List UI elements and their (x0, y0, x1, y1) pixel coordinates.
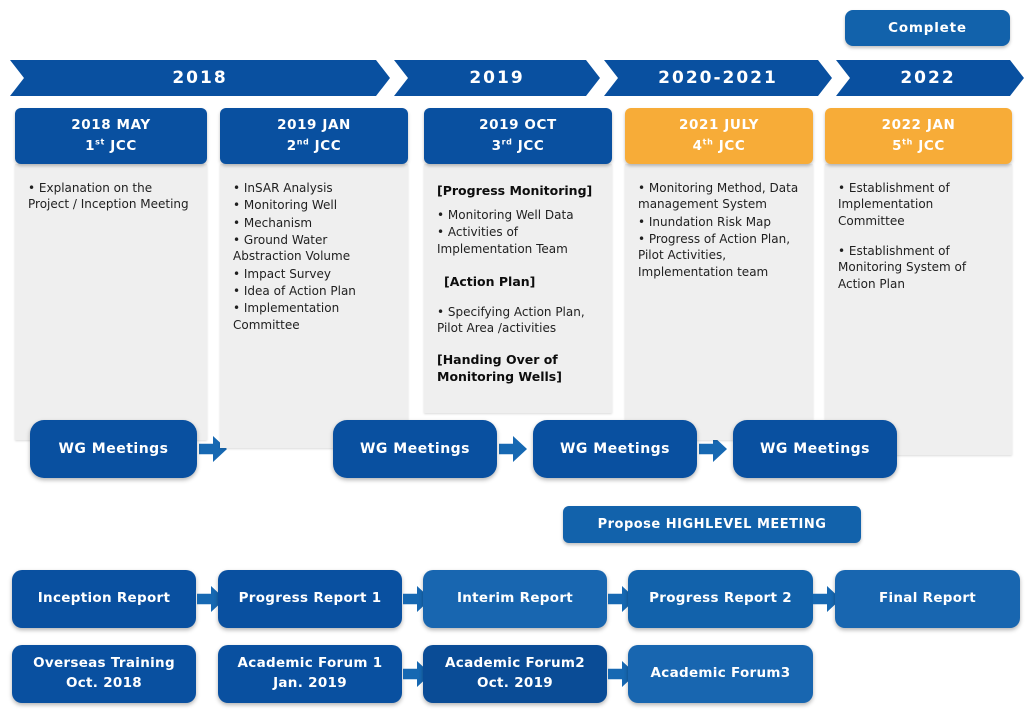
jcc-column-4: 2021 JULY 4th JCC • Monitoring Method, D… (625, 108, 813, 440)
wg-meetings-button-1[interactable]: WG Meetings (30, 420, 197, 478)
bullet-item: • InSAR Analysis (233, 181, 333, 195)
jcc-5-num: 5 (892, 138, 903, 154)
bullet-item: • Inundation Risk Map (638, 214, 772, 229)
bullet-item: • Establishment of Monitoring System of … (838, 243, 967, 291)
jcc-4-ordinal: 4th JCC (693, 136, 746, 157)
event-line1: Academic Forum2 (445, 655, 585, 672)
section-heading: [Handing Over of Monitoring Wells] (437, 351, 562, 384)
jcc-1-word: JCC (104, 138, 137, 154)
jcc-3-date: 2019 OCT (479, 117, 557, 134)
jcc-4-word: JCC (713, 138, 746, 154)
jcc-5-word: JCC (912, 138, 945, 154)
event-line2: Jan. 2019 (273, 675, 347, 691)
interim-report-box[interactable]: Interim Report (423, 570, 607, 628)
bullet-item: • Specifying Action Plan, Pilot Area /ac… (437, 304, 585, 336)
academic-forum-3-box[interactable]: Academic Forum3 (628, 645, 813, 703)
jcc-3-ordinal: 3rd JCC (492, 136, 545, 157)
academic-forum-1-box[interactable]: Academic Forum 1 Jan. 2019 (218, 645, 402, 703)
complete-button[interactable]: Complete (845, 10, 1010, 46)
wg-meetings-button-2[interactable]: WG Meetings (333, 420, 497, 478)
propose-highlevel-meeting-button[interactable]: Propose HIGHLEVEL MEETING (563, 506, 861, 543)
event-line1: Overseas Training (33, 655, 175, 672)
jcc-column-2: 2019 JAN 2nd JCC • InSAR Analysis • Monit… (220, 108, 408, 448)
jcc-3-sup: rd (501, 137, 513, 147)
jcc-4-date: 2021 JULY (679, 117, 759, 134)
jcc-3-header: 2019 OCT 3rd JCC (424, 108, 612, 164)
section-heading: [Progress Monitoring] (437, 183, 593, 198)
inception-report-box[interactable]: Inception Report (12, 570, 196, 628)
jcc-2-sup: nd (296, 137, 310, 147)
report-label: Progress Report 1 (238, 590, 382, 607)
jcc-1-header: 2018 MAY 1st JCC (15, 108, 207, 164)
jcc-2-ordinal: 2nd JCC (287, 136, 342, 157)
jcc-column-1: 2018 MAY 1st JCC • Explanation on the Pr… (15, 108, 207, 440)
jcc-column-3: 2019 OCT 3rd JCC [Progress Monitoring] • … (424, 108, 612, 413)
bullet-item: • Establishment of Implementation Commit… (838, 181, 950, 228)
wg-meetings-label: WG Meetings (359, 440, 471, 457)
jcc-4-sup: th (702, 137, 714, 147)
jcc-2-num: 2 (286, 138, 297, 154)
jcc-5-header: 2022 JAN 5th JCC (825, 108, 1012, 164)
bullet-item: • Ground Water Abstraction Volume (233, 232, 351, 264)
jcc-1-ordinal: 1st JCC (85, 136, 137, 157)
bullet-item: • Monitoring Well (233, 198, 338, 213)
jcc-4-header: 2021 JULY 4th JCC (625, 108, 813, 164)
jcc-2-body: • InSAR Analysis • Monitoring Well • Mecha… (220, 164, 408, 448)
jcc-4-body: • Monitoring Method, Data management Sys… (625, 164, 813, 440)
timeline-segment-2019: 2019 (394, 60, 600, 96)
jcc-5-date: 2022 JAN (881, 117, 956, 134)
event-line2: Oct. 2019 (476, 675, 554, 691)
wg-meetings-button-3[interactable]: WG Meetings (533, 420, 697, 478)
bullet-item: • Monitoring Well Data (437, 208, 574, 222)
report-label: Final Report (878, 590, 977, 607)
wg-meetings-label: WG Meetings (58, 440, 169, 457)
jcc-2-header: 2019 JAN 2nd JCC (220, 108, 408, 164)
flow-arrow-icon (499, 436, 527, 462)
academic-forum-2-box[interactable]: Academic Forum2 Oct. 2019 (423, 645, 607, 703)
wg-meetings-label: WG Meetings (559, 440, 671, 457)
wg-meetings-label: WG Meetings (759, 440, 871, 457)
jcc-3-num: 3 (491, 138, 502, 154)
jcc-1-num: 1 (85, 138, 96, 154)
jcc-3-word: JCC (512, 138, 545, 154)
jcc-1-sup: st (95, 137, 105, 147)
progress-report-1-box[interactable]: Progress Report 1 (218, 570, 402, 628)
bullet-item: • Implementation Committee (233, 301, 340, 332)
jcc-column-5: 2022 JAN 5th JCC • Establishment of Impl… (825, 108, 1012, 455)
jcc-1-body: • Explanation on the Project / Inception… (15, 164, 207, 440)
bullet-item: • Activities of Implementation Team (437, 225, 568, 256)
jcc-5-sup: th (902, 137, 913, 147)
event-line1: Academic Forum3 (650, 665, 791, 682)
progress-report-2-box[interactable]: Progress Report 2 (628, 570, 813, 628)
timeline-segment-2020-2021: 2020-2021 (604, 60, 832, 96)
report-label: Inception Report (37, 590, 171, 607)
bullet-item: • Idea of Action Plan (233, 283, 356, 298)
report-label: Progress Report 2 (649, 590, 792, 607)
jcc-2-date: 2019 JAN (277, 117, 351, 134)
overseas-training-box[interactable]: Overseas Training Oct. 2018 (12, 645, 196, 703)
jcc-2-word: JCC (309, 138, 342, 154)
event-line2: Oct. 2018 (65, 675, 143, 691)
wg-meetings-button-4[interactable]: WG Meetings (733, 420, 897, 478)
section-heading: [Action Plan] (444, 273, 536, 289)
bullet-item: • Mechanism (233, 215, 313, 230)
jcc-3-body: [Progress Monitoring] • Monitoring Well D… (424, 164, 612, 413)
jcc-1-date: 2018 MAY (71, 117, 151, 134)
jcc-4-num: 4 (692, 138, 703, 154)
bullet-item: • Monitoring Method, Data management Sys… (638, 181, 799, 212)
bullet-item: • Explanation on the Project / Inception… (28, 181, 189, 212)
timeline-segment-2022: 2022 (836, 60, 1024, 96)
report-label: Interim Report (456, 590, 574, 607)
final-report-box[interactable]: Final Report (835, 570, 1020, 628)
bullet-item: • Progress of Action Plan, Pilot Activit… (638, 231, 791, 279)
event-line1: Academic Forum 1 (237, 655, 383, 672)
bullet-item: • Impact Survey (233, 266, 331, 281)
timeline-segment-2018: 2018 (10, 60, 390, 96)
jcc-5-body: • Establishment of Implementation Commit… (825, 164, 1012, 455)
jcc-5-ordinal: 5th JCC (892, 136, 945, 157)
